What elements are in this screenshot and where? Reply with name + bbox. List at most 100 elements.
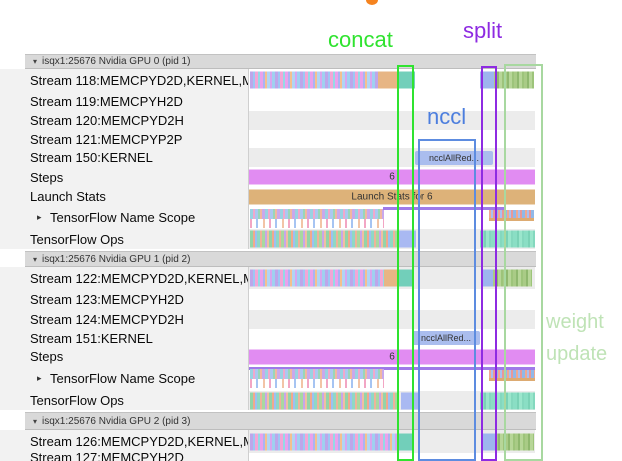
- events-segment-dense2[interactable]: [250, 230, 397, 248]
- timeline-track[interactable]: [249, 91, 535, 111]
- row-label[interactable]: Stream 127:MEMCPYH2D: [0, 453, 249, 461]
- events-segment-dense[interactable]: [250, 269, 384, 287]
- nccl-allreduce-bar[interactable]: ncclAllRed...: [415, 150, 493, 165]
- events-segment-mint[interactable]: [480, 230, 535, 248]
- events-segment-mint[interactable]: [480, 392, 535, 409]
- section-header-label: isqx1:25676 Nvidia GPU 2 (pid 3): [42, 415, 191, 427]
- section-header-gpu1[interactable]: ▾isqx1:25676 Nvidia GPU 1 (pid 2): [25, 251, 536, 267]
- events-segment-blue[interactable]: [483, 433, 495, 450]
- timeline-track[interactable]: Launch Stats for 6: [249, 187, 535, 206]
- expand-arrow-icon[interactable]: ▸: [37, 212, 42, 222]
- events-segment-teal[interactable]: [397, 71, 415, 89]
- timeline-track[interactable]: [249, 391, 535, 410]
- steps-bar[interactable]: 6: [249, 349, 535, 364]
- row-label[interactable]: Stream 120:MEMCPYD2H: [0, 111, 249, 130]
- timeline-track[interactable]: ncclAllRed...: [249, 329, 535, 347]
- timeline-track[interactable]: 6: [249, 167, 535, 187]
- row-label[interactable]: Stream 126:MEMCPYD2D,KERNEL,MI: [0, 430, 249, 453]
- timeline-track[interactable]: ncclAllRed...: [249, 148, 535, 167]
- events-segment-tanline[interactable]: [489, 378, 535, 381]
- collapse-triangle-icon: ▾: [33, 254, 38, 264]
- timeline-track[interactable]: [249, 366, 535, 391]
- events-segment-dense[interactable]: [250, 433, 399, 450]
- timeline-track[interactable]: [249, 267, 535, 289]
- events-segment-blue[interactable]: [482, 269, 493, 287]
- events-segment-chunk[interactable]: [489, 210, 534, 218]
- timeline-track[interactable]: [249, 289, 535, 310]
- row-label[interactable]: TensorFlow Ops: [0, 229, 249, 249]
- events-segment-chunk[interactable]: [489, 370, 535, 378]
- events-segment-teal[interactable]: [397, 269, 414, 287]
- trace-row: Stream 150:KERNEL ncclAllRed...: [0, 148, 536, 167]
- expand-arrow-icon[interactable]: ▸: [37, 373, 42, 383]
- nccl-allreduce-bar[interactable]: ncclAllRed...: [412, 331, 480, 345]
- row-label[interactable]: Stream 118:MEMCPYD2D,KERNEL,ME: [0, 69, 249, 91]
- events-segment-peri[interactable]: [401, 392, 419, 409]
- launch-stats-bar[interactable]: Launch Stats for 6: [249, 189, 535, 204]
- row-label[interactable]: ▸TensorFlow Name Scope: [0, 206, 249, 229]
- weight-update-label-line2: update: [546, 343, 608, 365]
- steps-bar[interactable]: 6: [249, 169, 535, 185]
- trace-row: TensorFlow Ops: [0, 229, 536, 249]
- weight-update-label-line1: weight: [546, 311, 604, 333]
- events-segment-dense[interactable]: [250, 71, 378, 89]
- timeline-track[interactable]: [249, 69, 535, 91]
- events-segment-orange[interactable]: [384, 269, 397, 287]
- timeline-track[interactable]: 6: [249, 347, 535, 366]
- trace-row: Stream 121:MEMCPYP2P: [0, 130, 536, 148]
- row-label[interactable]: TensorFlow Ops: [0, 391, 249, 410]
- row-label-text: Stream 119:MEMCPYH2D: [30, 93, 183, 109]
- weight-update-label: weight update: [546, 306, 607, 370]
- concat-label: concat: [328, 27, 393, 52]
- weight-update-rect: [504, 64, 543, 461]
- events-segment-teal[interactable]: [399, 433, 413, 450]
- row-label[interactable]: Stream 123:MEMCPYH2D: [0, 289, 249, 310]
- events-segment-hline[interactable]: [249, 367, 535, 370]
- row-label[interactable]: Launch Stats: [0, 187, 249, 206]
- events-segment-spikes[interactable]: [250, 379, 384, 388]
- trace-row: Stream 120:MEMCPYD2H: [0, 111, 536, 130]
- trace-row: Stream 123:MEMCPYH2D: [0, 289, 536, 310]
- events-segment-dense2[interactable]: [250, 392, 397, 409]
- events-segment-orange[interactable]: [378, 71, 397, 89]
- row-label[interactable]: Stream 119:MEMCPYH2D: [0, 91, 249, 111]
- row-label[interactable]: Steps: [0, 347, 249, 366]
- row-label[interactable]: Stream 122:MEMCPYD2D,KERNEL,MI: [0, 267, 249, 289]
- row-label[interactable]: Stream 124:MEMCPYD2H: [0, 310, 249, 329]
- row-label[interactable]: Stream 151:KERNEL: [0, 329, 249, 347]
- events-segment-peri[interactable]: [397, 230, 416, 248]
- timeline-track[interactable]: [249, 130, 535, 148]
- events-segment-strip[interactable]: [250, 369, 384, 379]
- timeline-track[interactable]: [249, 229, 535, 249]
- row-label-text: TensorFlow Name Scope: [50, 371, 196, 386]
- row-label-text: Stream 118:MEMCPYD2D,KERNEL,ME: [30, 72, 249, 88]
- timeline-track[interactable]: [249, 206, 535, 229]
- events-segment-blue[interactable]: [480, 71, 494, 89]
- section-header-gpu2[interactable]: ▾ isqx1:25676 Nvidia GPU 2 (pid 3): [25, 412, 536, 430]
- events-segment-strip[interactable]: [250, 209, 384, 219]
- events-segment-gstripe[interactable]: [493, 269, 532, 287]
- timeline-track[interactable]: [249, 310, 535, 329]
- nccl-rect: [418, 139, 476, 461]
- events-segment-spikes[interactable]: [250, 219, 384, 228]
- cropped-orange-mark: [366, 0, 378, 5]
- row-label-text: Stream 126:MEMCPYD2D,KERNEL,MI: [30, 434, 249, 449]
- row-label-text: Stream 127:MEMCPYH2D: [30, 453, 184, 461]
- row-label[interactable]: Stream 121:MEMCPYP2P: [0, 130, 249, 148]
- trace-row: ▸TensorFlow Name Scope: [0, 206, 536, 229]
- events-segment-tanline[interactable]: [489, 218, 534, 221]
- split-rect: [481, 66, 497, 461]
- timeline-track[interactable]: [249, 453, 535, 461]
- row-label[interactable]: Steps: [0, 167, 249, 187]
- nccl-label: nccl: [427, 104, 467, 129]
- section-header-label: isqx1:25676 Nvidia GPU 0 (pid 1): [42, 56, 191, 67]
- collapse-triangle-icon: ▾: [33, 416, 38, 426]
- section-header-gpu0[interactable]: ▾isqx1:25676 Nvidia GPU 0 (pid 1): [25, 54, 536, 69]
- timeline-track[interactable]: [249, 111, 535, 130]
- events-segment-hline[interactable]: [383, 207, 504, 210]
- trace-row: Stream 151:KERNEL ncclAllRed...: [0, 329, 536, 347]
- row-label[interactable]: ▸ TensorFlow Name Scope: [0, 366, 249, 391]
- row-label[interactable]: Stream 150:KERNEL: [0, 148, 249, 167]
